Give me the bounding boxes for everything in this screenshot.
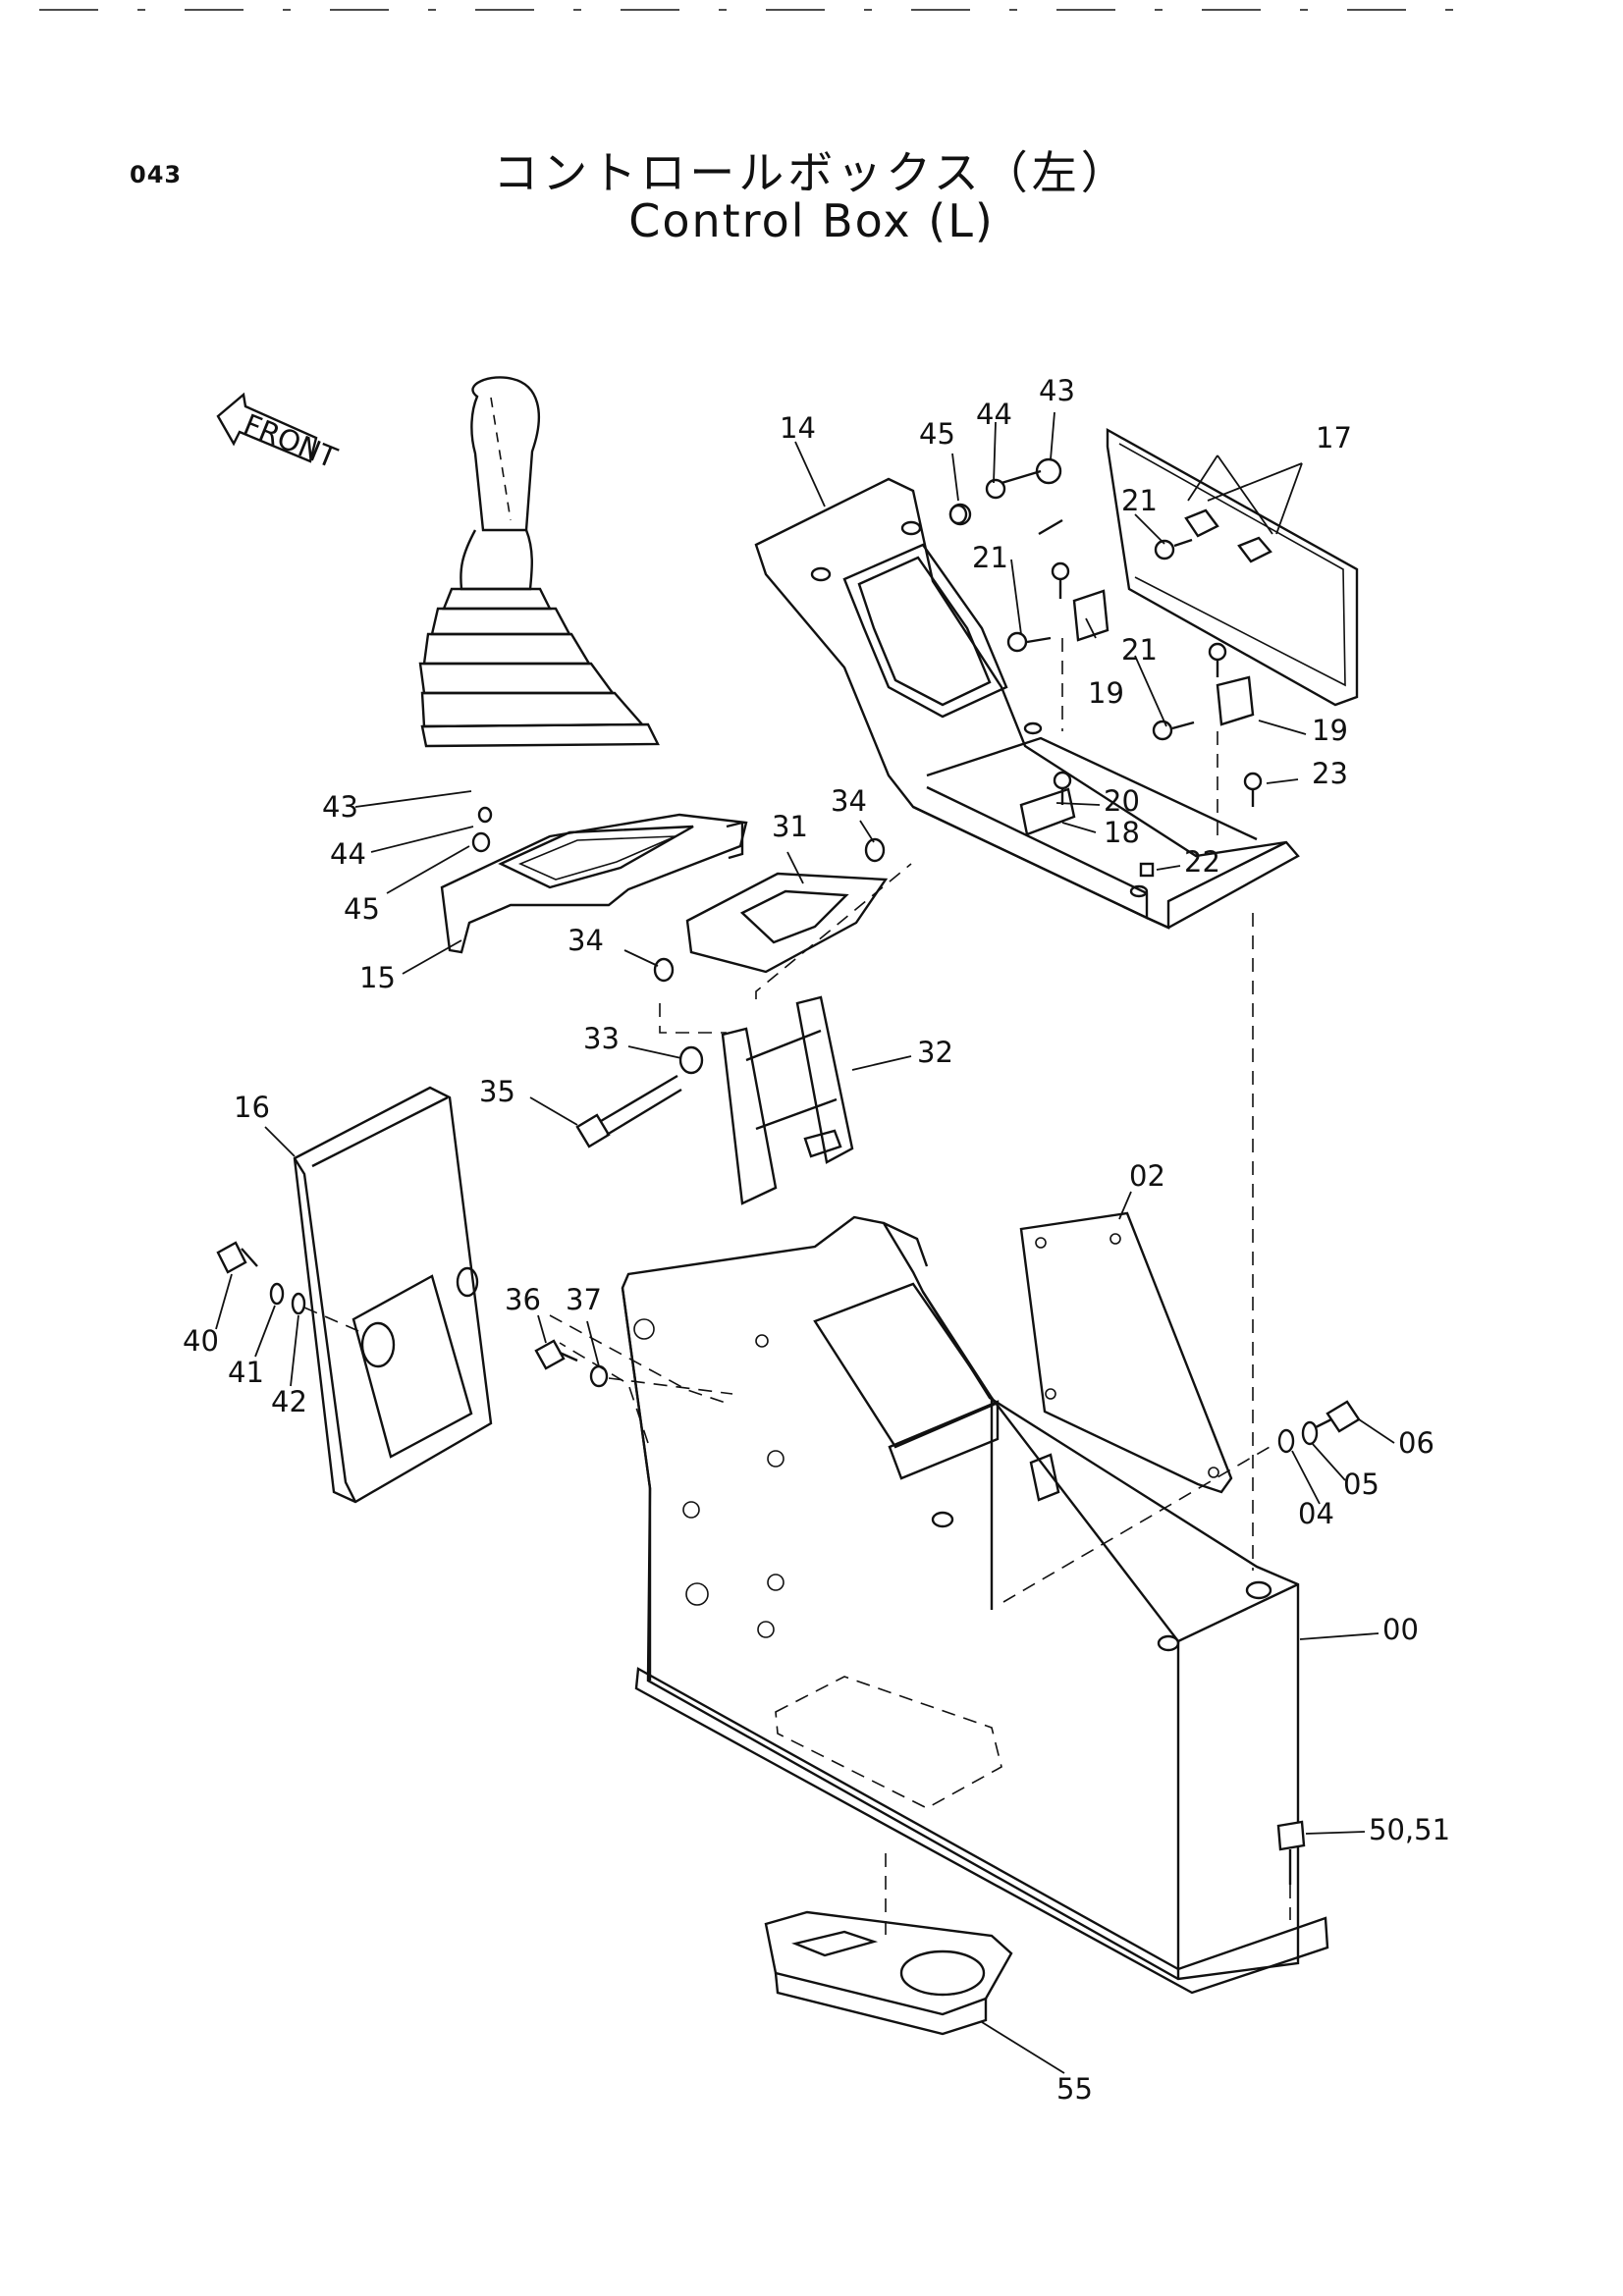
- plate-02-drawing: [1019, 1211, 1233, 1494]
- washers-drawing: [471, 504, 968, 1075]
- callout-35: 35: [479, 1075, 515, 1108]
- callout-15: 15: [359, 961, 396, 994]
- callout-34-upper: 34: [831, 784, 867, 818]
- page-title-english: Control Box (L): [628, 194, 995, 247]
- callout-33: 33: [583, 1022, 620, 1055]
- callout-19-b: 19: [1312, 714, 1348, 747]
- hinge-brackets-drawing: [1061, 589, 1255, 844]
- callout-05: 05: [1343, 1468, 1380, 1501]
- callout-36: 36: [505, 1283, 541, 1316]
- callout-43-left: 43: [322, 790, 358, 824]
- callout-40: 40: [183, 1324, 219, 1358]
- bolt-35-drawing: [575, 1074, 682, 1148]
- bezel-plate-drawing: [440, 813, 748, 954]
- callout-45-left: 45: [344, 892, 380, 926]
- screw-40-drawing: [216, 1241, 364, 1334]
- callout-19-a: 19: [1088, 676, 1124, 710]
- callout-37: 37: [566, 1283, 602, 1316]
- control-box-body-drawing: [549, 913, 1329, 1995]
- side-panel-16-drawing: [293, 1086, 493, 1504]
- side-cover-panel-drawing: [1106, 427, 1359, 707]
- page-number: 043: [130, 161, 183, 188]
- callout-20: 20: [1104, 784, 1140, 818]
- callout-55: 55: [1056, 2072, 1093, 2106]
- callout-14: 14: [780, 411, 816, 445]
- page-title-japanese: コントロールボックス（左）: [493, 146, 1130, 199]
- floor-pad-drawing: [764, 1910, 1013, 2036]
- callout-41: 41: [228, 1356, 264, 1389]
- callout-02: 02: [1129, 1159, 1165, 1193]
- callout-16: 16: [234, 1091, 270, 1124]
- callout-31: 31: [772, 810, 808, 843]
- callout-50-51: 50,51: [1369, 1813, 1450, 1846]
- bolt-50-drawing: [1276, 1820, 1306, 1920]
- screw-06-drawing: [1277, 1400, 1361, 1454]
- callout-42: 42: [271, 1385, 307, 1418]
- callout-00: 00: [1382, 1613, 1419, 1646]
- callout-44-left: 44: [330, 837, 366, 871]
- callout-32: 32: [917, 1036, 953, 1069]
- callout-21-b: 21: [972, 541, 1008, 574]
- callout-45-upper: 45: [919, 417, 955, 451]
- front-arrow-icon: FRONT: [216, 392, 342, 475]
- callout-17: 17: [1316, 421, 1352, 454]
- callout-04: 04: [1298, 1497, 1334, 1530]
- callout-22: 22: [1184, 845, 1220, 879]
- callout-23: 23: [1312, 757, 1348, 790]
- callout-21-a: 21: [1121, 484, 1158, 517]
- plate-31-drawing: [685, 872, 889, 974]
- screw-36-drawing: [534, 1339, 733, 1395]
- fastener-screws-drawing: [948, 457, 1263, 878]
- callout-06: 06: [1398, 1426, 1434, 1460]
- leader-lines: [215, 411, 1395, 2074]
- bracket-32-drawing: [659, 863, 912, 1205]
- callout-34-lower: 34: [568, 924, 604, 957]
- front-arrow-label: FRONT: [239, 407, 342, 475]
- callout-labels: 14 45 44 43 17 21 21 19 21 19 23 20 18 2…: [183, 374, 1450, 2106]
- control-lever-drawing: [418, 376, 660, 748]
- callout-43-upper: 43: [1039, 374, 1075, 407]
- callout-44-upper: 44: [976, 398, 1012, 431]
- upper-cover-drawing: [754, 477, 1300, 930]
- callout-18: 18: [1104, 816, 1140, 849]
- callout-21-c: 21: [1121, 633, 1158, 667]
- bracket-18-drawing: [1019, 787, 1076, 836]
